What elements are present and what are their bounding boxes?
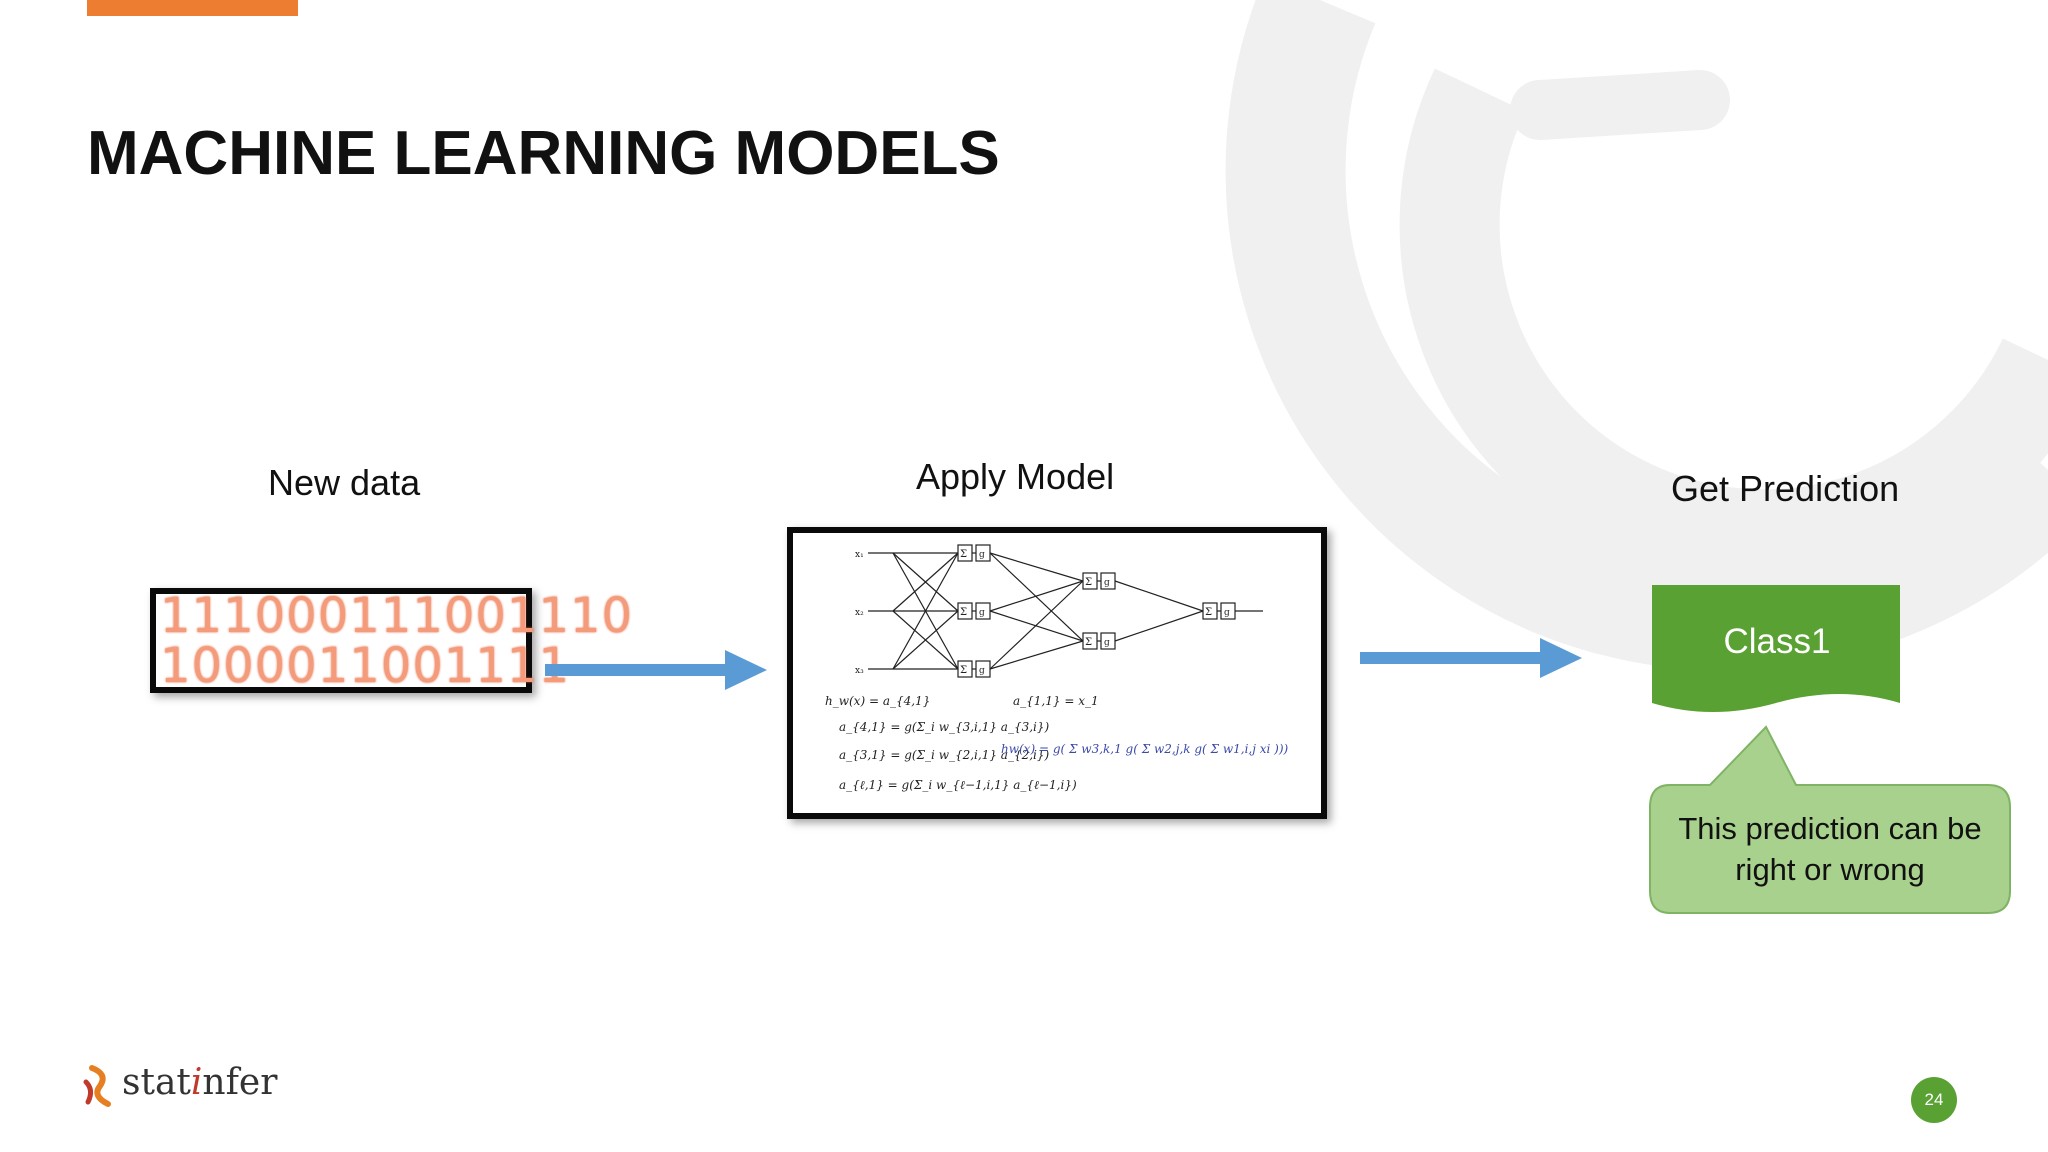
- logo-text-nfer: nfer: [202, 1062, 278, 1103]
- svg-text:Σ: Σ: [960, 607, 967, 618]
- statinfer-logo-text: statinfer: [122, 1062, 277, 1103]
- page-number-badge: 24: [1911, 1077, 1957, 1123]
- arrow-right-1-icon: [545, 650, 767, 690]
- svg-text:Σ: Σ: [1085, 637, 1092, 648]
- arrow-right-2-icon: [1360, 638, 1582, 678]
- binary-line-1: 111000111001110: [160, 588, 634, 644]
- svg-text:g: g: [979, 608, 985, 618]
- svg-text:g: g: [1224, 608, 1230, 618]
- svg-text:g: g: [979, 666, 985, 676]
- input-x3-label: x₃: [855, 666, 864, 676]
- svg-text:Σ: Σ: [1085, 577, 1092, 588]
- logo-text-stat: stat: [122, 1062, 191, 1103]
- formula-composite: hw(x) = g( Σ w3,k,1 g( Σ w2,j,k g( Σ w1,…: [1001, 742, 1289, 756]
- formula-a41: a_{4,1} = g(Σ_i w_{3,i,1} a_{3,i}): [839, 720, 1049, 734]
- formula-hw: h_w(x) = a_{4,1}: [825, 694, 930, 708]
- formula-a31: a_{3,1} = g(Σ_i w_{2,i,1} a_{2,i}): [839, 748, 1049, 762]
- top-accent-bar: [87, 0, 298, 16]
- new-data-label: New data: [268, 462, 421, 503]
- get-prediction-label: Get Prediction: [1671, 468, 1900, 509]
- class-output-shape: [1652, 585, 1900, 712]
- binary-line-2: 1000011001111: [160, 638, 571, 694]
- prediction-callout-shape: [1649, 725, 2011, 914]
- svg-text:g: g: [1104, 638, 1110, 648]
- binary-data-image: 111000111001110 1000011001111: [150, 588, 632, 693]
- logo-text-i: i: [190, 1062, 203, 1103]
- svg-text:Σ: Σ: [960, 549, 967, 560]
- svg-text:Σ: Σ: [960, 665, 967, 676]
- prediction-callout-text: This prediction can be right or wrong: [1678, 811, 1982, 887]
- svg-text:g: g: [979, 550, 985, 560]
- input-x1-label: x₁: [855, 550, 864, 560]
- svg-text:g: g: [1104, 578, 1110, 588]
- formula-a11: a_{1,1} = x_1: [1013, 694, 1099, 708]
- statinfer-logo-icon: [83, 1065, 111, 1107]
- class-output-label: Class1: [1723, 622, 1831, 661]
- apply-model-label: Apply Model: [916, 456, 1115, 497]
- svg-text:Σ: Σ: [1205, 607, 1212, 618]
- slide-title: MACHINE LEARNING MODELS: [87, 119, 1000, 188]
- formula-al1: a_{ℓ,1} = g(Σ_i w_{ℓ−1,i,1} a_{ℓ−1,i}): [839, 778, 1077, 792]
- input-x2-label: x₂: [855, 608, 864, 618]
